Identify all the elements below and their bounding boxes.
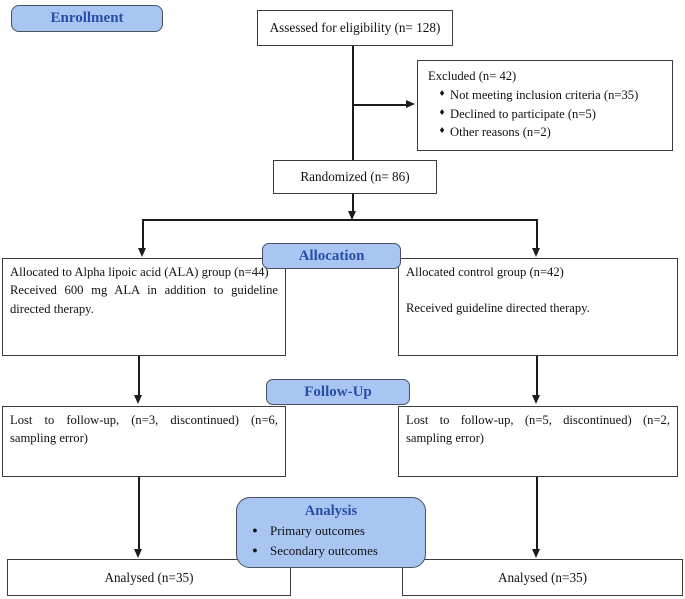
- allocation-label-text: Allocation: [298, 247, 365, 264]
- analysis-bullet-secondary: Secondary outcomes: [270, 542, 378, 558]
- connector-allocation-to-followup-right: [536, 356, 538, 396]
- analysis-label-text: Analysis: [304, 503, 358, 519]
- arrowhead-excluded-icon: [406, 99, 415, 108]
- analysis-bullet-primary: Primary outcomes: [270, 523, 365, 538]
- connector-followup-to-analysed-right: [536, 477, 538, 550]
- list-item: ♦ Declined to participate (n=5): [434, 105, 664, 123]
- connector-to-excluded: [353, 104, 407, 106]
- followup-ala-text: Lost to follow-up, (n=3, discontinued) (…: [10, 413, 278, 446]
- arrowhead-analysed-right-icon: [532, 549, 540, 558]
- excluded-reason-other: Other reasons (n=2): [450, 124, 551, 139]
- enrollment-label-text: Enrollment: [50, 10, 124, 26]
- bullet-icon: ●: [252, 525, 258, 535]
- bullet-icon: ♦: [439, 124, 445, 136]
- arrowhead-analysed-left-icon: [134, 549, 142, 558]
- list-item: ♦ Not meeting inclusion criteria (n=35): [434, 86, 664, 104]
- list-item: ● Secondary outcomes: [240, 541, 428, 561]
- excluded-reason-declined: Declined to participate (n=5): [450, 106, 596, 121]
- stage-label-analysis: Analysis ● Primary outcomes ● Secondary …: [236, 497, 426, 568]
- randomized-text: Randomized (n= 86): [300, 169, 410, 185]
- allocation-control-line1: Allocated control group (n=42): [406, 265, 564, 279]
- randomized-box: Randomized (n= 86): [273, 160, 437, 194]
- list-item: ● Primary outcomes: [240, 521, 428, 541]
- arrowhead-followup-left-icon: [134, 395, 142, 404]
- stage-label-allocation: Allocation: [262, 243, 401, 269]
- bullet-icon: ●: [252, 544, 258, 555]
- arrowhead-followup-right-icon: [532, 395, 540, 404]
- connector-split-left: [142, 219, 144, 249]
- excluded-reason-inclusion: Not meeting inclusion criteria (n=35): [450, 88, 639, 103]
- assessed-eligibility-text: Assessed for eligibility (n= 128): [269, 20, 441, 36]
- excluded-title: Excluded (n= 42): [428, 69, 517, 83]
- connector-allocation-to-followup-left: [138, 356, 140, 396]
- arrowhead-split-icon: [348, 211, 356, 220]
- allocation-ala-line1: Allocated to Alpha lipoic acid (ALA) gro…: [10, 265, 269, 279]
- connector-followup-to-analysed-left: [138, 477, 140, 550]
- list-item: ♦ Other reasons (n=2): [434, 123, 664, 141]
- excluded-bullet-list: ♦ Not meeting inclusion criteria (n=35) …: [428, 86, 664, 141]
- followup-label-text: Follow-Up: [304, 383, 372, 400]
- arrowhead-allocation-left-icon: [138, 248, 146, 257]
- analysed-control-text: Analysed (n=35): [497, 569, 588, 585]
- stage-label-enrollment: Enrollment: [11, 5, 163, 32]
- analysed-control-box: Analysed (n=35): [402, 559, 683, 596]
- connector-randomized-down: [352, 194, 354, 212]
- allocation-ala-box: Allocated to Alpha lipoic acid (ALA) gro…: [2, 258, 286, 356]
- followup-control-box: Lost to follow-up, (n=5, discontinued) (…: [398, 406, 678, 477]
- analysed-ala-text: Analysed (n=35): [104, 569, 194, 585]
- bullet-icon: ♦: [439, 88, 445, 100]
- allocation-control-line2: Received guideline directed therapy.: [406, 301, 590, 316]
- analysis-bullet-list: ● Primary outcomes ● Secondary outcomes: [234, 521, 428, 560]
- followup-ala-box: Lost to follow-up, (n=3, discontinued) (…: [2, 406, 286, 477]
- connector-assessed-to-randomized: [352, 46, 354, 160]
- connector-split-right: [536, 219, 538, 249]
- connector-split-horizontal: [142, 219, 538, 221]
- assessed-eligibility-box: Assessed for eligibility (n= 128): [257, 10, 453, 46]
- followup-control-text: Lost to follow-up, (n=5, discontinued) (…: [406, 413, 670, 446]
- allocation-ala-line2: Received 600 mg ALA in addition to guide…: [10, 283, 278, 316]
- excluded-box: Excluded (n= 42) ♦ Not meeting inclusion…: [417, 60, 673, 151]
- arrowhead-allocation-right-icon: [532, 248, 540, 257]
- allocation-control-box: Allocated control group (n=42) Received …: [398, 258, 678, 356]
- bullet-icon: ♦: [439, 106, 445, 118]
- stage-label-followup: Follow-Up: [266, 379, 410, 405]
